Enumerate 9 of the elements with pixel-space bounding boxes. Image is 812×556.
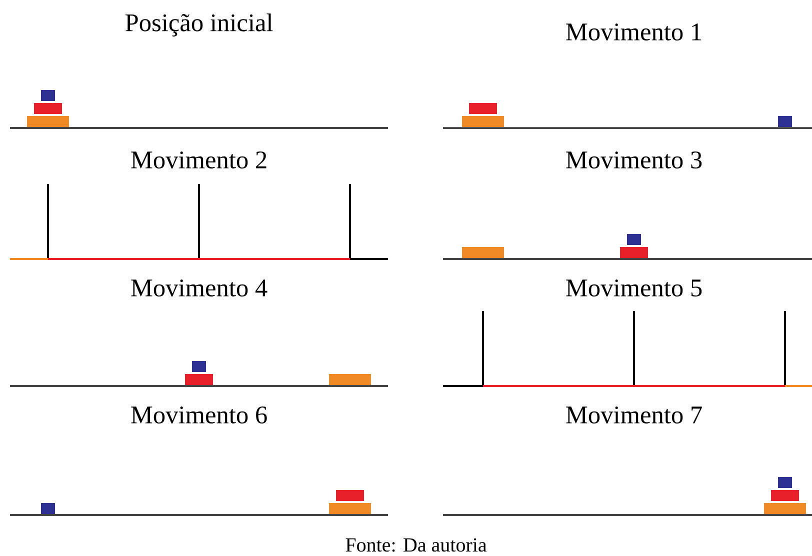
panel-title: Movimento 2 xyxy=(131,152,266,169)
panel-title: Movimento 7 xyxy=(566,406,702,424)
panel-title: Movimento 1 xyxy=(566,24,702,40)
caption: Fonte: Da autoria xyxy=(346,538,487,552)
panel-title: Posição inicial xyxy=(126,14,273,36)
panel-title: Movimento 4 xyxy=(131,280,268,297)
panel-title: Movimento 6 xyxy=(131,406,267,424)
panel-title: Movimento 5 xyxy=(566,280,702,297)
panel-title: Movimento 3 xyxy=(566,152,702,169)
